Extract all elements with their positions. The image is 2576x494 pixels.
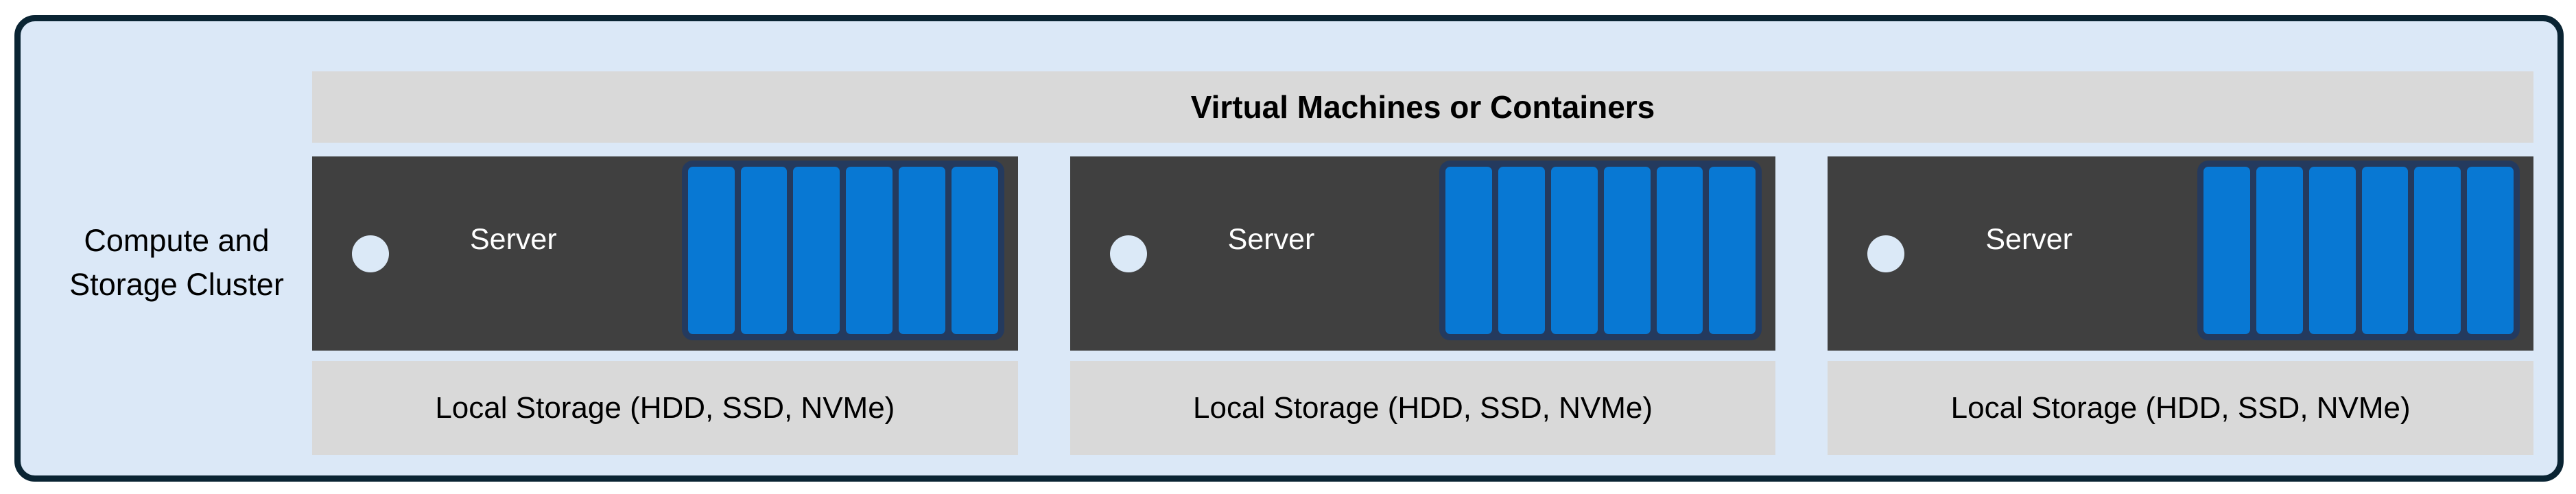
vm-banner-label: Virtual Machines or Containers bbox=[1190, 89, 1655, 125]
local-storage-bar-3: Local Storage (HDD, SSD, NVMe) bbox=[1828, 361, 2534, 455]
disk-slot bbox=[793, 167, 840, 334]
local-storage-label: Local Storage (HDD, SSD, NVMe) bbox=[435, 390, 895, 425]
disk-slot bbox=[2203, 167, 2250, 334]
disk-array bbox=[1439, 161, 1762, 340]
cluster-label-line2: Storage Cluster bbox=[69, 267, 284, 302]
power-led-icon bbox=[1867, 235, 1905, 272]
disk-slot bbox=[740, 167, 788, 334]
disk-slot bbox=[1498, 167, 1545, 334]
disk-slot bbox=[1656, 167, 1703, 334]
disk-array bbox=[681, 161, 1004, 340]
server-row: Server Server Server bbox=[312, 156, 2534, 351]
server-box-1: Server bbox=[312, 156, 1018, 351]
disk-slot bbox=[2256, 167, 2303, 334]
storage-row: Local Storage (HDD, SSD, NVMe) Local Sto… bbox=[312, 361, 2534, 455]
local-storage-bar-1: Local Storage (HDD, SSD, NVMe) bbox=[312, 361, 1018, 455]
power-led-icon bbox=[352, 235, 389, 272]
disk-slot bbox=[687, 167, 735, 334]
server-box-2: Server bbox=[1070, 156, 1776, 351]
server-label: Server bbox=[1985, 223, 2072, 256]
disk-slot bbox=[1445, 167, 1493, 334]
server-label: Server bbox=[470, 223, 557, 256]
disk-slot bbox=[2308, 167, 2356, 334]
disk-slot bbox=[898, 167, 945, 334]
disk-slot bbox=[846, 167, 893, 334]
local-storage-label: Local Storage (HDD, SSD, NVMe) bbox=[1950, 390, 2411, 425]
local-storage-label: Local Storage (HDD, SSD, NVMe) bbox=[1193, 390, 1653, 425]
server-box-3: Server bbox=[1828, 156, 2534, 351]
cluster-label-line1: Compute and bbox=[84, 223, 270, 258]
disk-slot bbox=[951, 167, 998, 334]
cluster-label: Compute and Storage Cluster bbox=[41, 219, 312, 307]
disk-array bbox=[2197, 161, 2520, 340]
local-storage-bar-2: Local Storage (HDD, SSD, NVMe) bbox=[1070, 361, 1776, 455]
cluster-content: Virtual Machines or Containers Server Se… bbox=[312, 71, 2534, 455]
disk-slot bbox=[2467, 167, 2514, 334]
disk-slot bbox=[1551, 167, 1598, 334]
server-label: Server bbox=[1227, 223, 1315, 256]
disk-slot bbox=[1603, 167, 1651, 334]
disk-slot bbox=[2361, 167, 2409, 334]
disk-slot bbox=[1709, 167, 1756, 334]
vm-banner: Virtual Machines or Containers bbox=[312, 71, 2533, 143]
disk-slot bbox=[2414, 167, 2461, 334]
power-led-icon bbox=[1109, 235, 1147, 272]
cluster-card: Compute and Storage Cluster Virtual Mach… bbox=[14, 15, 2564, 482]
